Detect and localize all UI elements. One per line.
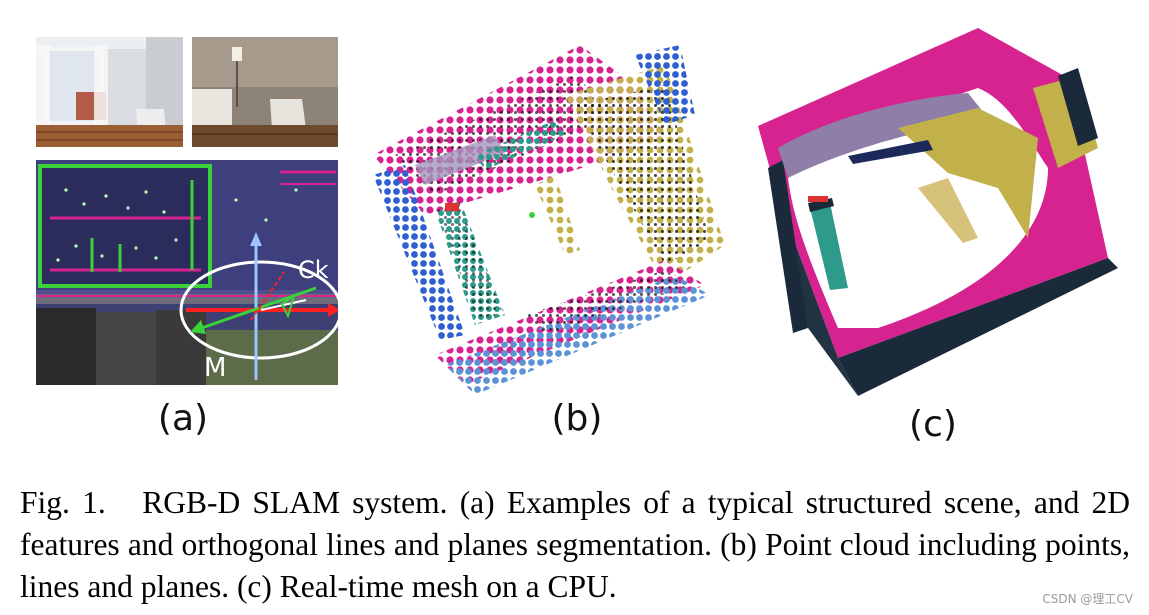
panel-b-point-cloud xyxy=(365,25,735,400)
subfigure-label-a: (a) xyxy=(157,398,209,439)
room-photo-left xyxy=(36,37,183,147)
subfigure-label-c: (c) xyxy=(909,404,957,445)
figure-caption: Fig. 1. RGB-D SLAM system. (a) Examples … xyxy=(20,482,1130,608)
subfigure-label-b: (b) xyxy=(551,398,603,439)
caption-text: RGB-D SLAM system. (a) Examples of a typ… xyxy=(20,485,1130,604)
panel-c-mesh xyxy=(748,28,1128,398)
room-photo-right xyxy=(192,37,338,147)
segmentation-view: Ck M xyxy=(36,160,338,385)
caption-prefix: Fig. 1. xyxy=(20,485,106,520)
watermark: CSDN @理工CV xyxy=(1042,592,1133,606)
ck-label: Ck xyxy=(298,256,329,284)
m-label: M xyxy=(204,353,226,383)
